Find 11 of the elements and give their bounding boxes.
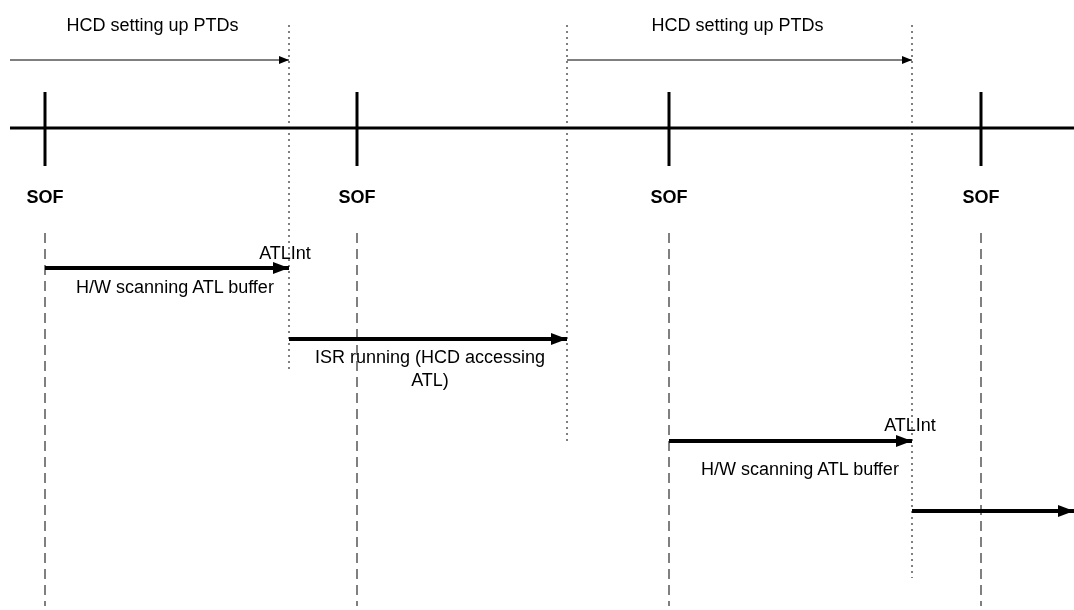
sof-label: SOF: [337, 186, 377, 209]
phase-label: HCD setting up PTDs: [65, 14, 240, 37]
sof-label: SOF: [961, 186, 1001, 209]
interrupt-label: ATLInt: [258, 242, 312, 265]
sof-label: SOF: [25, 186, 65, 209]
phase-label: HCD setting up PTDs: [650, 14, 825, 37]
duration-label: H/W scanning ATL buffer: [75, 276, 275, 299]
duration-label: H/W scanning ATL buffer: [700, 458, 900, 481]
duration-label: ISR running (HCD accessing ATL): [313, 346, 547, 392]
interrupt-label: ATLInt: [883, 414, 937, 437]
sof-label: SOF: [649, 186, 689, 209]
